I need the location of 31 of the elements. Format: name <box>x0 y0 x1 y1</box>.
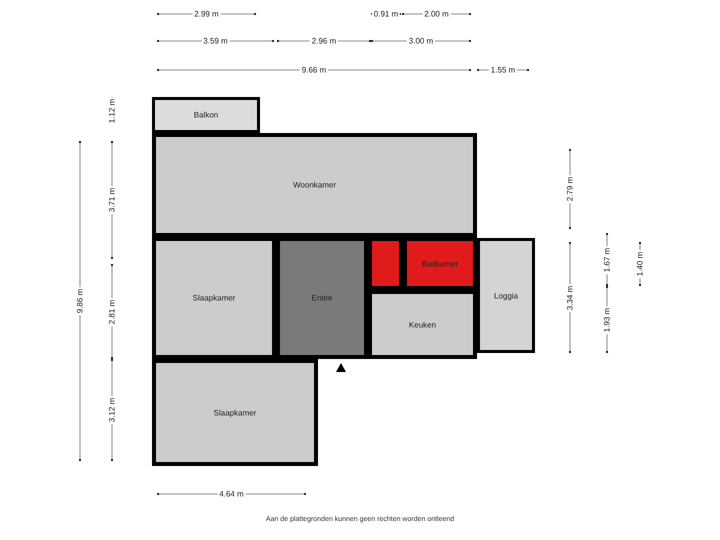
dimension-label: 2.00 m <box>422 10 451 18</box>
dimension-label: 1.12 m <box>108 96 116 126</box>
room-label: Badkamer <box>422 259 458 268</box>
room-label: Slaapkamer <box>214 408 256 417</box>
room-label: Woonkamer <box>293 180 336 190</box>
room-label: Keuken <box>408 320 436 329</box>
room-label: Loggia <box>494 291 518 300</box>
dimension-label: 3.00 m <box>406 36 436 46</box>
dimension-label: 4.64 m <box>217 490 246 498</box>
dimension-label: 0.91 m <box>372 10 400 18</box>
room-label: Slaapkamer <box>192 294 236 302</box>
room-label: Entee <box>312 294 332 302</box>
dimension-label: 1.40 m <box>636 250 644 278</box>
dimension-label: 3.12 m <box>108 396 116 424</box>
dimension-label: 3.59 m <box>201 36 230 46</box>
dimension-label: 2.96 m <box>310 36 338 46</box>
bedroom-area <box>152 359 318 466</box>
dimension-label: 3.34 m <box>566 283 574 312</box>
dimension-label: 2.81 m <box>108 297 116 326</box>
dimension-label: 9.86 m <box>76 286 84 316</box>
balcony-area <box>152 97 260 133</box>
dimension-label: 1.93 m <box>602 305 612 334</box>
room-label: Balkon <box>194 110 218 120</box>
dimension-label: 1.67 m <box>602 245 612 274</box>
dimension-label: 2.99 m <box>192 10 221 18</box>
living-room-area <box>152 133 477 237</box>
dimension-label: 3.71 m <box>108 186 116 214</box>
loggia-area <box>477 238 535 353</box>
dimension-label: 9.66 m <box>300 66 328 74</box>
dimension-label: 2.79 m <box>566 174 574 204</box>
dimension-label: 1.55 m <box>488 66 518 74</box>
